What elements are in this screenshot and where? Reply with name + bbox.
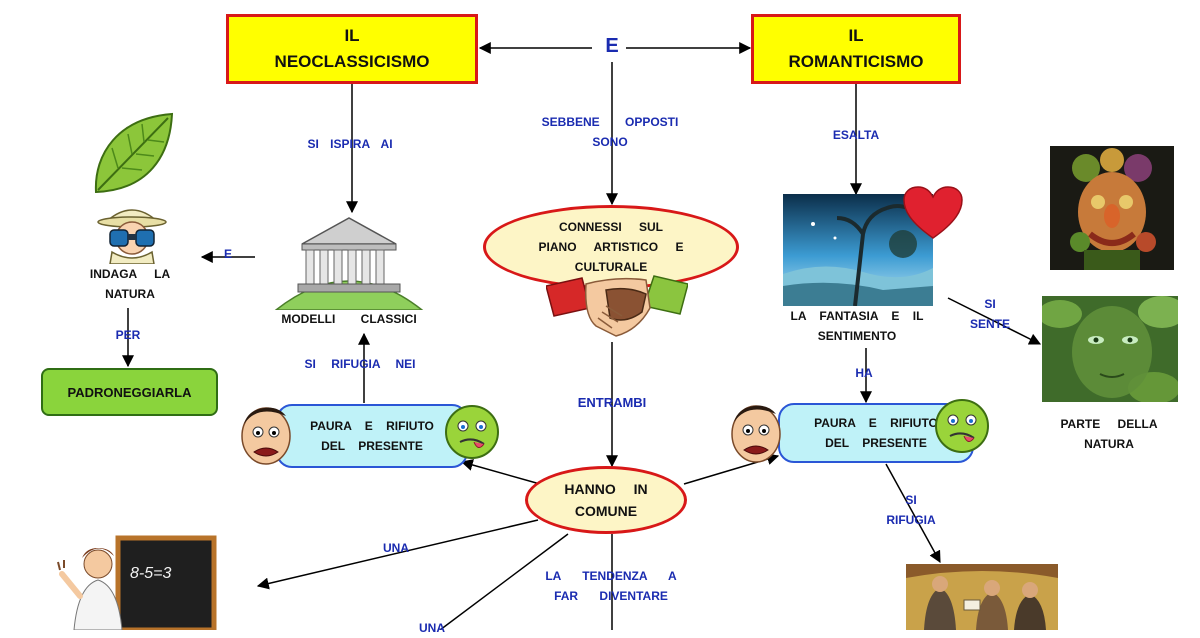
blackboard-text: 8-5=3 bbox=[130, 565, 171, 582]
e-center-label: E bbox=[605, 35, 619, 57]
link-una-upper: UNA bbox=[383, 541, 409, 555]
link-entrambi: ENTRAMBI bbox=[577, 395, 647, 410]
arrow-hanno-teacher bbox=[256, 519, 539, 590]
teacher-blackboard-icon: 8-5=3 bbox=[57, 535, 217, 630]
link-esalta: ESALTA bbox=[832, 128, 880, 142]
leaf-icon bbox=[94, 112, 174, 194]
arrow-fantasia-natura bbox=[947, 297, 1042, 345]
arrow-hanno-paura-left bbox=[460, 459, 541, 485]
link-ha: HA bbox=[855, 366, 873, 380]
fantasia-sentimento-label: LA FANTASIA E IL SENTIMENTO bbox=[790, 309, 924, 343]
link-per: PER bbox=[115, 328, 141, 342]
heart-icon bbox=[903, 186, 963, 239]
hanno-in-comune-oval: HANNO IN COMUNE bbox=[525, 466, 687, 534]
greek-temple-icon bbox=[274, 217, 424, 310]
green-smiley-icon bbox=[445, 405, 499, 459]
green-smiley-icon bbox=[935, 399, 989, 453]
line-hanno-lower-left bbox=[439, 533, 569, 630]
arrow-paura-monks bbox=[885, 463, 941, 564]
medieval-monks-image bbox=[906, 564, 1058, 630]
parte-natura-label: PARTE DELLA NATURA bbox=[1060, 417, 1158, 451]
handshake-icon bbox=[546, 275, 688, 337]
explorer-binoculars-icon bbox=[97, 209, 167, 264]
link-si-rifugia: SI RIFUGIA bbox=[886, 493, 936, 527]
romanticismo-box: IL ROMANTICISMO bbox=[751, 14, 961, 84]
neoclassicismo-box: IL NEOCLASSICISMO bbox=[226, 14, 478, 84]
connessi-oval: CONNESSI SUL PIANO ARTISTICO E CULTURALE bbox=[483, 205, 739, 289]
paura-left-pill: PAURA E RIFIUTO DEL PRESENTE bbox=[276, 404, 468, 468]
worried-face-icon bbox=[731, 405, 781, 463]
link-e-left: E bbox=[223, 247, 232, 261]
worried-face-icon bbox=[241, 407, 291, 465]
link-una-lower: UNA bbox=[419, 621, 445, 635]
padroneggiarla-box: PADRONEGGIARLA bbox=[41, 368, 218, 416]
modelli-classici-label: MODELLI CLASSICI bbox=[281, 312, 417, 326]
link-sebbene-opposti: SEBBENE OPPOSTI SONO bbox=[541, 115, 679, 149]
link-si-ispira-ai: SI ISPIRA AI bbox=[307, 137, 393, 151]
link-si-rifugia-nei: SI RIFUGIA NEI bbox=[304, 357, 416, 371]
vegetable-face-portrait-image bbox=[1050, 146, 1174, 270]
green-nature-face-image bbox=[1042, 296, 1178, 402]
link-la-tendenza: LA TENDENZA A FAR DIVENTARE bbox=[545, 569, 677, 603]
link-si-sente: SI SENTE bbox=[969, 297, 1010, 331]
indaga-natura-label: INDAGA LA NATURA bbox=[89, 267, 171, 301]
